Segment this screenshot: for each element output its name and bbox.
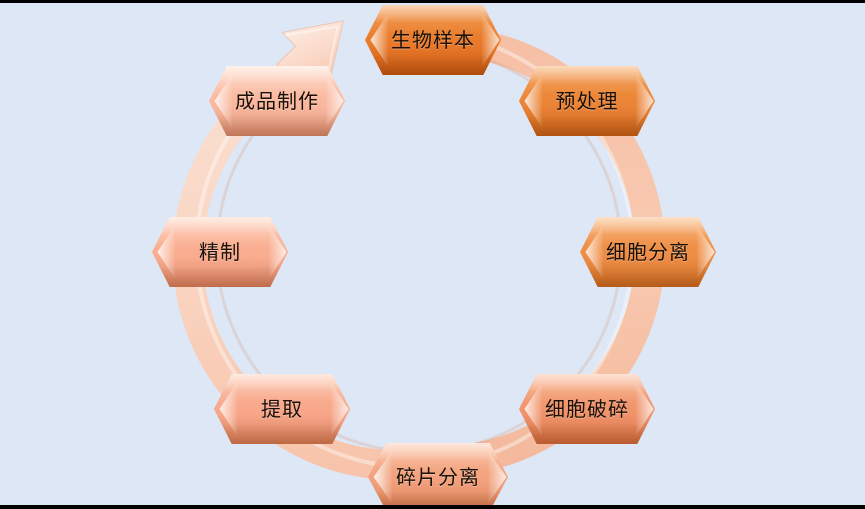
node-bevel-bottom xyxy=(519,423,655,444)
node-bevel-top xyxy=(365,5,501,24)
cycle-node-label: 细胞分离 xyxy=(606,240,690,264)
cycle-node-label: 细胞破碎 xyxy=(545,397,629,421)
cycle-ring xyxy=(172,20,665,481)
cycle-node-label: 成品制作 xyxy=(235,89,319,113)
node-bevel-bottom xyxy=(209,115,345,136)
node-bevel-top xyxy=(214,374,350,393)
cycle-node-label: 生物样本 xyxy=(391,28,475,52)
cycle-node-label: 碎片分离 xyxy=(396,465,480,489)
cycle-node-5[interactable]: 碎片分离 xyxy=(368,443,508,505)
node-bevel-top xyxy=(519,374,655,393)
node-bevel-top xyxy=(209,66,345,85)
cycle-node-label: 精制 xyxy=(199,240,241,264)
cycle-node-8[interactable]: 成品制作 xyxy=(209,66,345,136)
cycle-node-1[interactable]: 生物样本 xyxy=(365,5,501,75)
cycle-node-6[interactable]: 提取 xyxy=(214,374,350,444)
cycle-node-7[interactable]: 精制 xyxy=(152,217,288,287)
node-bevel-bottom xyxy=(580,266,716,287)
node-bevel-bottom xyxy=(365,54,501,75)
node-bevel-bottom xyxy=(152,266,288,287)
node-bevel-bottom xyxy=(368,490,508,505)
cycle-node-4[interactable]: 细胞破碎 xyxy=(519,374,655,444)
cycle-node-3[interactable]: 细胞分离 xyxy=(580,217,716,287)
node-bevel-top xyxy=(580,217,716,236)
node-bevel-bottom xyxy=(214,423,350,444)
node-bevel-top xyxy=(368,443,508,461)
cycle-node-label: 提取 xyxy=(261,397,303,421)
node-bevel-top xyxy=(152,217,288,236)
node-bevel-top xyxy=(519,66,655,85)
node-bevel-bottom xyxy=(519,115,655,136)
cycle-node-2[interactable]: 预处理 xyxy=(519,66,655,136)
cycle-node-label: 预处理 xyxy=(555,89,619,113)
